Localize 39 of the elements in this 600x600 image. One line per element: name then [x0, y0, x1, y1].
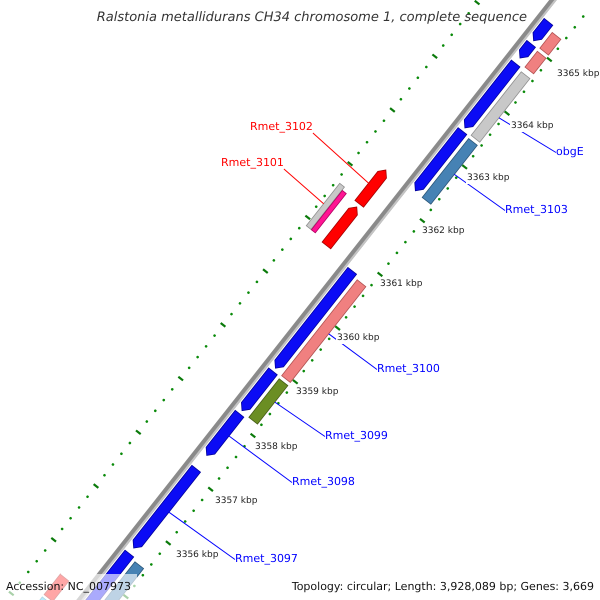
leader-line: [454, 174, 506, 211]
gene-bar: [539, 32, 562, 56]
gene-label: Rmet_3103: [505, 203, 568, 216]
gene-label: Rmet_3097: [235, 552, 298, 565]
leader-line: [312, 132, 370, 184]
tick-label: 3356 kbp: [175, 550, 220, 561]
gene-label: Rmet_3099: [325, 429, 388, 442]
gene-label: Rmet_3101: [221, 156, 284, 169]
gene-bar: [310, 190, 347, 234]
tick-label: 3361 kbp: [379, 279, 424, 290]
gene-bar: [248, 378, 288, 425]
gene-label: Rmet_3100: [377, 362, 440, 375]
leader-line: [228, 436, 292, 483]
tick-label: 3363 kbp: [466, 173, 510, 184]
leader-line: [168, 512, 236, 560]
gene-block: [132, 464, 202, 549]
gene-block: [274, 266, 358, 369]
gene-label: Rmet_3098: [292, 475, 355, 488]
tick-label: 3358 kbp: [254, 442, 298, 453]
gene-bar: [524, 50, 547, 74]
gene-block: [241, 367, 278, 412]
map-title: Ralstonia metallidurans CH34 chromosome 1, complete sequence: [96, 9, 527, 27]
tick-label: 3365 kbp: [556, 69, 600, 80]
tick-label: 3364 kbp: [510, 121, 554, 132]
leader-line: [283, 168, 324, 204]
leader-line: [274, 402, 326, 437]
tick-label: 3357 kbp: [214, 496, 258, 507]
gene-block: [518, 40, 536, 58]
gene-block: [322, 206, 358, 250]
gene-block: [206, 410, 244, 456]
gene-label: obgE: [556, 145, 584, 158]
gene-block: [414, 127, 468, 192]
gene-block: [354, 170, 387, 208]
gene-block: [532, 18, 554, 42]
tick-label: 3360 kbp: [336, 333, 380, 344]
tick-label: 3359 kbp: [295, 387, 340, 398]
tick-label: 3362 kbp: [421, 226, 466, 237]
gene-bar: [306, 182, 345, 230]
gene-label: Rmet_3102: [250, 120, 313, 133]
